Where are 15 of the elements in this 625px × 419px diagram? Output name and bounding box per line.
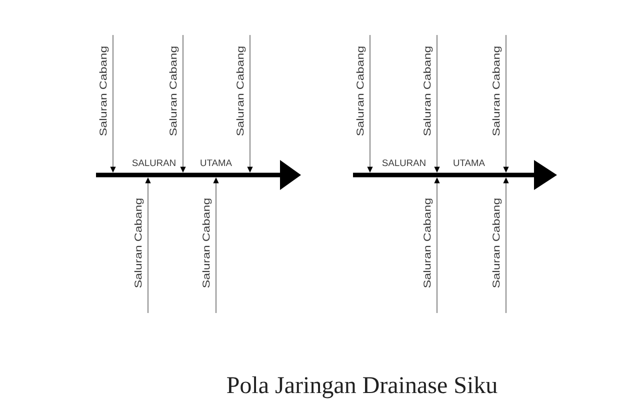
edge-label: Saluran Cabang — [236, 46, 246, 136]
edge-label: Saluran Cabang — [492, 46, 502, 136]
edge-label: Saluran Cabang — [99, 46, 109, 136]
edge-label: Saluran Cabang — [356, 46, 366, 136]
channel-label: SALURAN — [132, 160, 176, 166]
edge-label: Saluran Cabang — [423, 46, 433, 136]
edge-label: Saluran Cabang — [202, 198, 212, 288]
edge-label: Saluran Cabang — [423, 198, 433, 288]
channel-label: UTAMA — [454, 160, 485, 166]
edge-label: Saluran Cabang — [134, 198, 144, 288]
caption: Pola Jaringan Drainase Siku — [227, 376, 498, 398]
edge-label: Saluran Cabang — [169, 46, 179, 136]
edge-label: Saluran Cabang — [492, 198, 502, 288]
channel-label: UTAMA — [200, 160, 232, 166]
channel-label: SALURAN — [382, 160, 426, 166]
